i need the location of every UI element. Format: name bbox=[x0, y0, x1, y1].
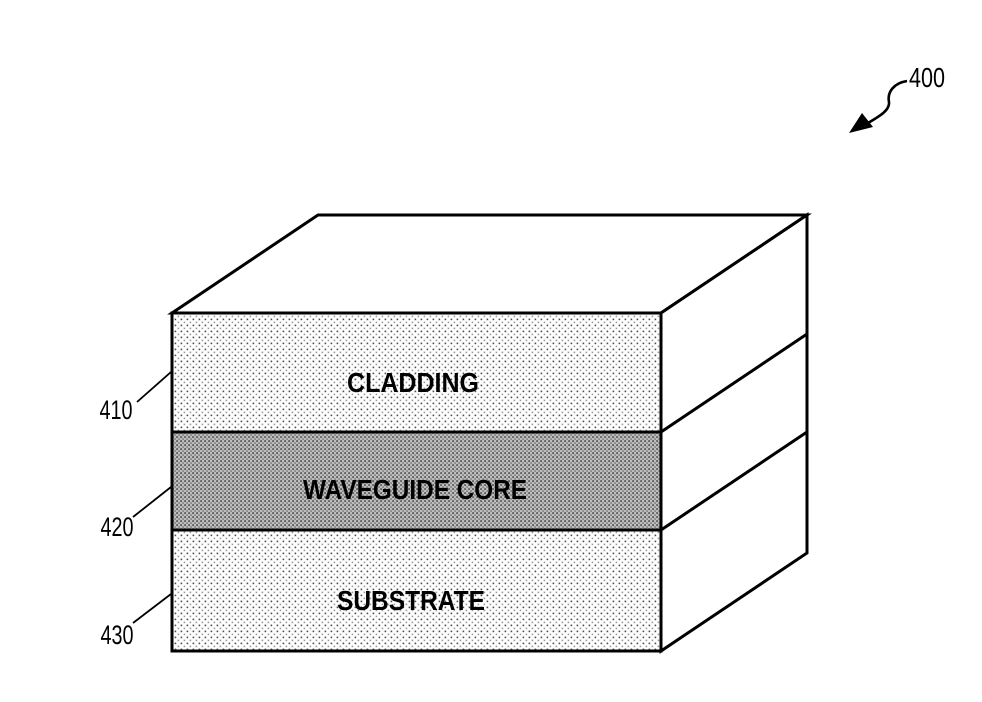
figure-reference-arrow bbox=[867, 79, 908, 125]
layer-stack-box: CLADDING WAVEGUIDE CORE SUBSTRATE bbox=[167, 212, 812, 654]
ref-label-410: 410 bbox=[100, 395, 133, 425]
figure-number-label: 400 bbox=[909, 62, 945, 93]
figure-reference-callout: 400 bbox=[849, 62, 945, 133]
arrowhead-icon bbox=[849, 113, 873, 133]
ref-label-420: 420 bbox=[101, 512, 134, 542]
leader-line-420 bbox=[132, 486, 172, 518]
waveguide-core-label: WAVEGUIDE CORE bbox=[303, 474, 527, 505]
ref-label-430: 430 bbox=[101, 620, 134, 650]
side-divider-core-substrate bbox=[660, 430, 808, 532]
leader-line-430 bbox=[132, 593, 172, 624]
ref-430-callout: 430 bbox=[101, 593, 172, 650]
substrate-layer-face bbox=[170, 528, 663, 653]
substrate-label: SUBSTRATE bbox=[337, 585, 485, 616]
ref-410-callout: 410 bbox=[100, 371, 172, 425]
side-divider-cladding-core bbox=[660, 332, 808, 434]
cladding-label: CLADDING bbox=[347, 367, 479, 398]
cladding-layer-face bbox=[170, 311, 663, 434]
ref-420-callout: 420 bbox=[101, 486, 172, 542]
leader-line-410 bbox=[136, 371, 172, 403]
waveguide-core-layer-face bbox=[170, 430, 663, 532]
